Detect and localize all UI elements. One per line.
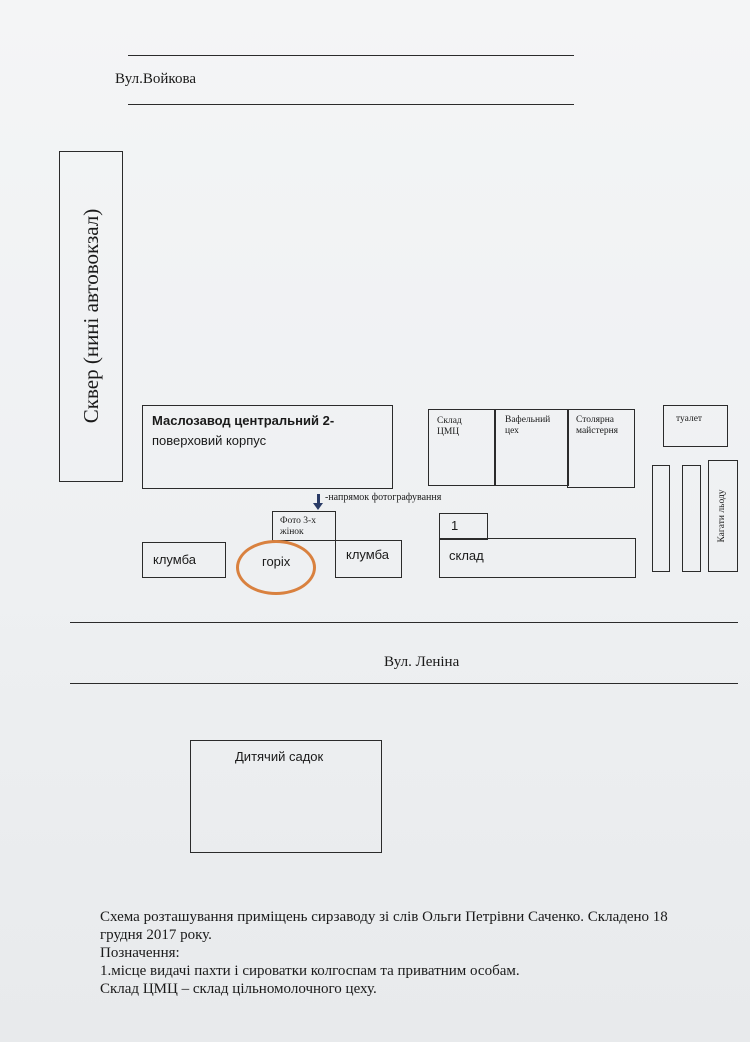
caption-line-3: Позначення: (100, 945, 180, 961)
warehouse-building (439, 538, 636, 578)
ice-cellars-building (708, 460, 738, 572)
flowerbed-right (335, 540, 402, 578)
map-caption: Схема розташування приміщень сирзаводу з… (100, 908, 720, 998)
photo-direction-label: -напрямок фотографування (325, 492, 442, 503)
narrow-building-1 (652, 465, 670, 572)
warehouse-cmc-label: Склад ЦМЦ (437, 416, 462, 437)
creamery-label-line1: Маслозавод центральний 2- (152, 413, 335, 428)
photo-spot-label: Фото 3-х жінок (280, 516, 316, 537)
marker-1-box (439, 513, 488, 540)
marker-1-label: 1 (451, 518, 459, 533)
voikova-street-line-bottom (128, 104, 574, 105)
caption-line-2: грудня 2017 року. (100, 927, 212, 943)
square-box (59, 151, 123, 482)
lenina-street-label: Вул. Леніна (384, 654, 460, 670)
square-label: Сквер (нині автовокзал) (79, 208, 103, 424)
creamery-building (142, 405, 393, 489)
waffle-shop-building (494, 409, 569, 486)
carpentry-label: Столярна майстерня (576, 415, 619, 436)
voikova-street-line-top (128, 55, 574, 56)
carpentry-building (567, 409, 635, 488)
caption-line-4: 1.місце видачі пахти і сироватки колгосп… (100, 963, 520, 979)
creamery-label-line2: поверховий корпус (152, 433, 267, 448)
photo-direction-arrow-icon (313, 503, 323, 510)
caption-line-5: Склад ЦМЦ – склад цільномолочного цеху. (100, 981, 377, 997)
photo-direction-arrow-shaft (317, 494, 320, 504)
flowerbed-left (142, 542, 226, 578)
ice-cellars-label: Кагати льоду (717, 489, 727, 543)
waffle-shop-label: Вафельний цех (505, 415, 551, 436)
lenina-street-line-top (70, 622, 738, 623)
voikova-street-label: Вул.Войкова (115, 71, 196, 87)
kindergarten-label: Дитячий садок (235, 749, 324, 764)
narrow-building-2 (682, 465, 701, 572)
lenina-street-line-bottom (70, 683, 738, 684)
walnut-label: горіх (262, 554, 291, 569)
caption-line-1: Схема розташування приміщень сирзаводу з… (100, 909, 668, 925)
warehouse-cmc-building (428, 409, 496, 486)
flowerbed-left-label: клумба (153, 552, 196, 567)
flowerbed-right-label: клумба (346, 547, 389, 562)
photo-spot-box (272, 511, 336, 541)
toilet-label: туалет (676, 414, 703, 424)
walnut-tree-icon (236, 540, 316, 595)
warehouse-label: склад (449, 548, 484, 563)
kindergarten-building (190, 740, 382, 853)
toilet-building (663, 405, 728, 447)
